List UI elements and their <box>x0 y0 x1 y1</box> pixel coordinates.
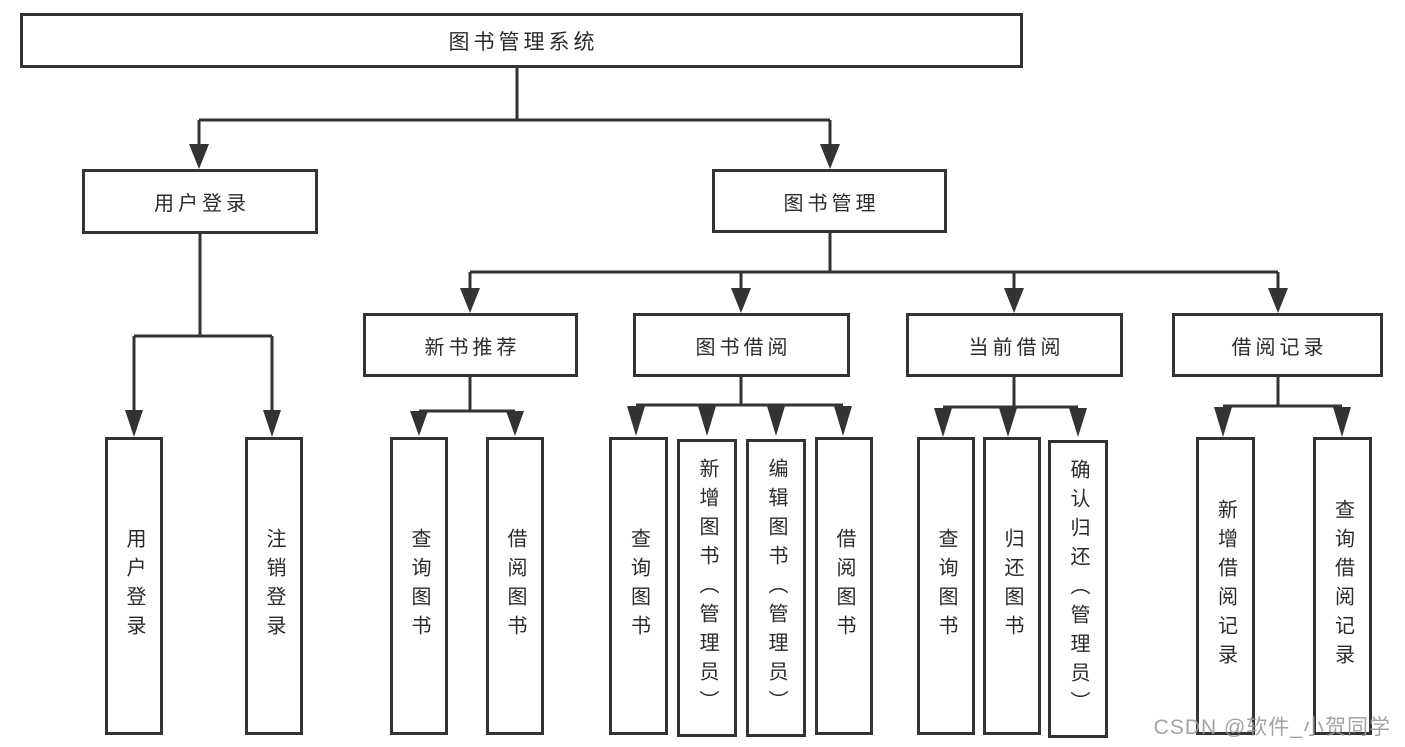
node-current-borrow: 当前借阅 <box>906 313 1123 377</box>
arrowhead <box>767 406 785 436</box>
connector-new-book-children <box>417 377 517 414</box>
arrowhead <box>627 406 645 436</box>
leaf-borrow-edit-books-admin: 编辑图书（管理员） <box>746 439 806 737</box>
csdn-watermark: CSDN @软件_小贺同学 <box>1153 716 1391 739</box>
node-book-management: 图书管理 <box>712 169 947 233</box>
arrowhead <box>506 411 524 436</box>
node-new-book-recommend: 新书推荐 <box>363 313 578 377</box>
leaf-records-query-borrow-record: 查询借阅记录 <box>1313 437 1372 735</box>
connector-book-management-children <box>468 233 1280 290</box>
node-root: 图书管理系统 <box>20 13 1023 68</box>
node-user-login: 用户登录 <box>82 169 318 234</box>
leaf-current-query-books: 查询图书 <box>917 437 975 735</box>
connector-book-borrow-children <box>636 377 843 407</box>
leaf-records-add-borrow-record: 新增借阅记录 <box>1196 437 1255 735</box>
arrowhead <box>1004 288 1024 313</box>
leaf-borrow-add-books-admin: 新增图书（管理员） <box>677 439 737 737</box>
node-borrow-records: 借阅记录 <box>1172 313 1383 377</box>
leaf-newbook-borrow-books: 借阅图书 <box>486 437 544 735</box>
arrowhead <box>410 411 428 436</box>
arrowhead <box>698 406 716 436</box>
leaf-borrow-query-books: 查询图书 <box>609 437 668 735</box>
node-book-borrow: 图书借阅 <box>633 313 850 377</box>
arrowhead <box>834 406 852 436</box>
arrowhead <box>263 410 281 437</box>
arrowhead <box>1214 407 1232 437</box>
connector-user-login-children <box>132 234 274 412</box>
leaf-newbook-query-books: 查询图书 <box>390 437 448 735</box>
arrowhead <box>460 288 480 313</box>
arrowhead <box>999 408 1017 437</box>
connector-borrow-records-children <box>1223 377 1342 408</box>
arrowhead <box>125 410 143 437</box>
arrowhead <box>189 144 209 169</box>
arrowhead <box>731 288 751 313</box>
arrowhead <box>1268 288 1288 313</box>
arrowhead <box>934 408 952 437</box>
leaf-logout: 注销登录 <box>245 437 303 735</box>
arrowhead <box>1333 407 1351 437</box>
leaf-current-confirm-return-admin: 确认归还（管理员） <box>1048 440 1108 738</box>
arrowhead <box>820 144 840 169</box>
arrowhead <box>1069 408 1087 437</box>
leaf-borrow-borrow-books: 借阅图书 <box>815 437 873 735</box>
connector-current-borrow-children <box>943 377 1078 409</box>
connector-root-to-level2 <box>197 68 832 146</box>
leaf-current-return-books: 归还图书 <box>983 437 1041 735</box>
leaf-user-login: 用户登录 <box>105 437 163 735</box>
